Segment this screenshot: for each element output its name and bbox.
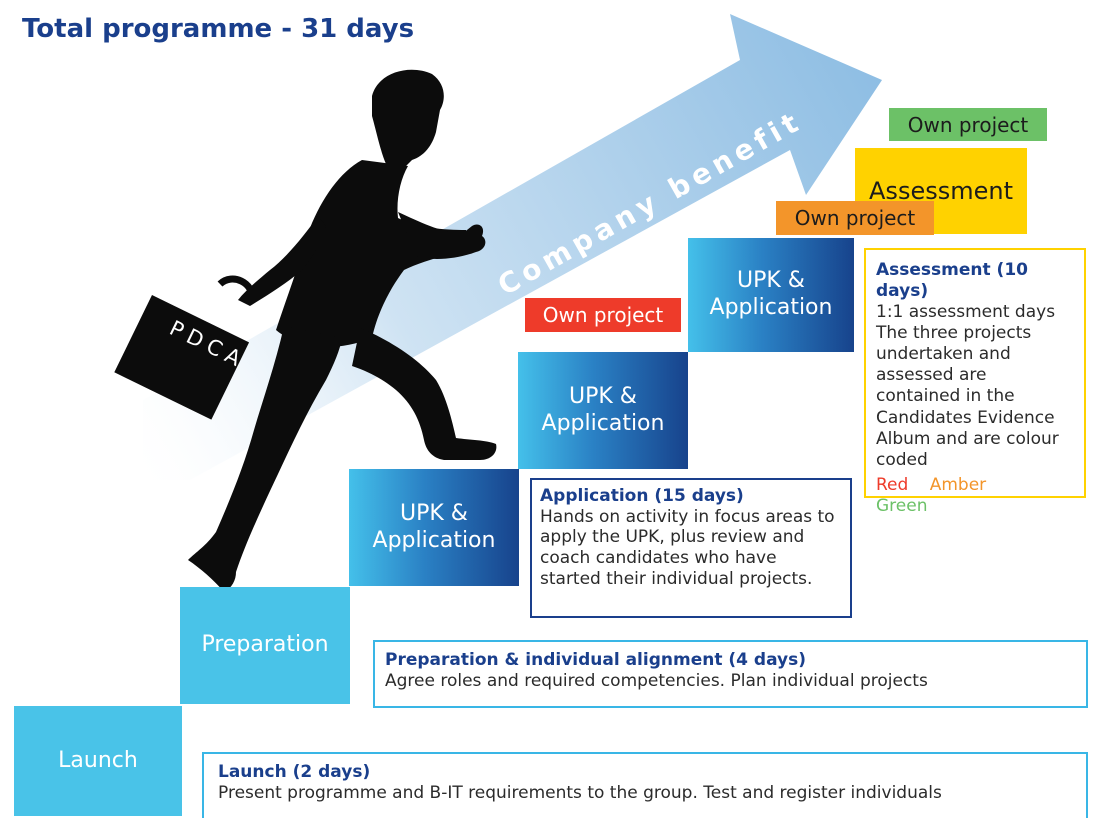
application-box-body: Hands on activity in focus areas to appl… — [540, 506, 835, 589]
own-project-tag-red: Own project — [525, 298, 681, 332]
colour-green-label: Green — [876, 495, 928, 516]
own-project-tag-amber: Own project — [776, 201, 934, 235]
step-preparation-label: Preparation — [201, 632, 329, 658]
step-application-2-label: UPK & Application — [541, 383, 665, 436]
own-project-tag-green-label: Own project — [907, 112, 1029, 137]
step-application-2: UPK & Application — [518, 352, 688, 469]
assessment-box-body: 1:1 assessment days The three projects u… — [876, 302, 1059, 470]
preparation-box-title: Preparation & individual alignment (4 da… — [385, 650, 806, 670]
step-launch: Launch — [14, 706, 182, 816]
step-application-1: UPK & Application — [349, 469, 519, 586]
briefcase-icon: PDCA — [114, 275, 256, 420]
own-project-tag-green: Own project — [889, 108, 1047, 141]
assessment-description-box: Assessment (10 days) 1:1 assessment days… — [864, 248, 1086, 516]
man-silhouette — [188, 69, 497, 592]
own-project-tag-red-label: Own project — [542, 303, 664, 327]
colour-code-legend: Red Amber Green — [876, 475, 1074, 517]
preparation-box-body: Agree roles and required competencies. P… — [385, 671, 928, 692]
step-assessment: Assessment — [855, 148, 1027, 234]
launch-box-title: Launch (2 days) — [218, 762, 371, 782]
colour-amber-label: Amber — [929, 474, 987, 495]
launch-description-box: Launch (2 days) Present programme and B-… — [202, 752, 1088, 818]
assessment-box-title: Assessment (10 days) — [876, 260, 1028, 302]
step-application-3: UPK & Application — [688, 238, 854, 352]
launch-box-body: Present programme and B-IT requirements … — [218, 783, 942, 804]
step-assessment-label: Assessment — [869, 177, 1013, 205]
application-box-title: Application (15 days) — [540, 486, 744, 506]
preparation-description-box: Preparation & individual alignment (4 da… — [373, 640, 1088, 708]
page-title: Total programme - 31 days — [22, 14, 415, 44]
colour-red-label: Red — [876, 474, 909, 495]
step-application-3-label: UPK & Application — [709, 268, 833, 320]
application-description-box: Application (15 days) Hands on activity … — [530, 478, 852, 618]
own-project-tag-amber-label: Own project — [794, 206, 916, 230]
step-application-1-label: UPK & Application — [372, 500, 496, 553]
step-preparation: Preparation — [180, 587, 350, 704]
step-launch-label: Launch — [58, 747, 138, 773]
